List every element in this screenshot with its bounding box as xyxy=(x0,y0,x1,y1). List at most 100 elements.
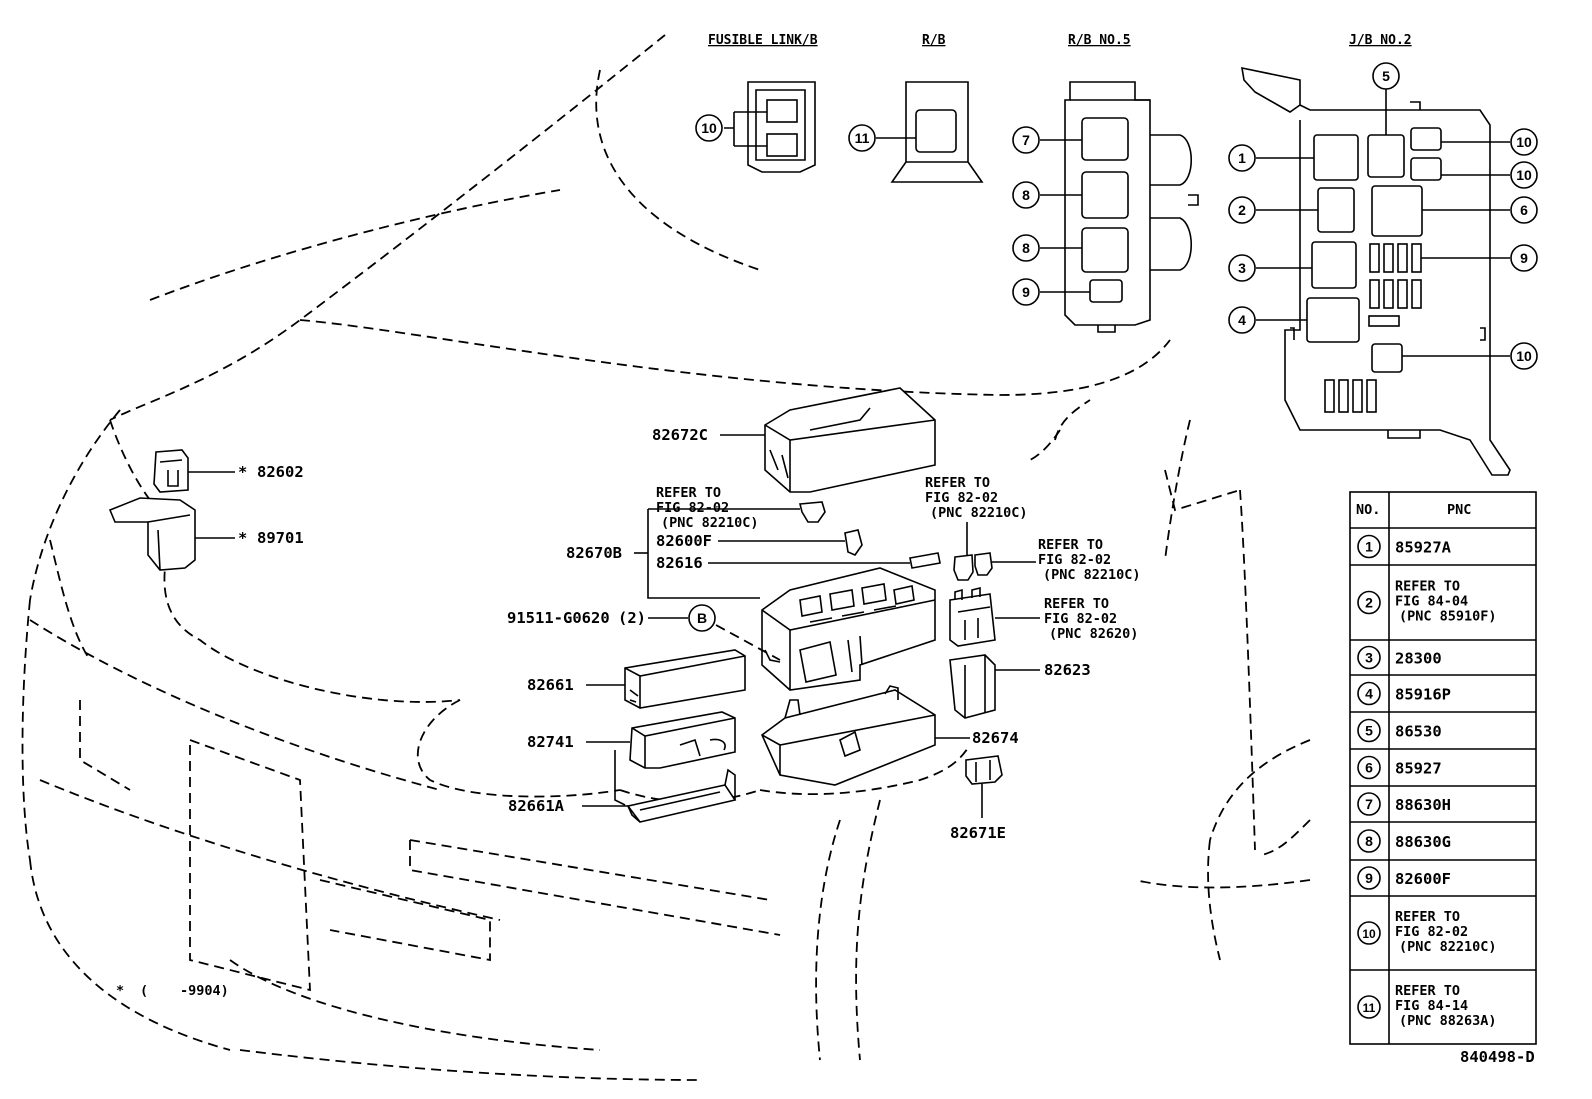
refer-b-line1: REFER TO xyxy=(925,475,990,491)
part-82623-bracket: 82623 xyxy=(949,654,1091,719)
part-qty-91511: (2) xyxy=(618,609,646,627)
part-label-89701: 89701 xyxy=(257,529,304,547)
refer-d-line1: REFER TO xyxy=(1044,596,1109,612)
callout-9-jb2 xyxy=(1510,244,1538,272)
header-rb: R/B xyxy=(922,33,946,48)
table-row-number: 3 xyxy=(1365,650,1373,666)
refer-c-line1: REFER TO xyxy=(1038,537,1103,553)
callout-10-jb2-c xyxy=(1510,342,1538,370)
callout-label: 6 xyxy=(1520,202,1528,218)
table-row-number: 6 xyxy=(1365,760,1373,776)
part-label-82661A: 82661A xyxy=(508,797,565,815)
table-row-number: 4 xyxy=(1365,686,1373,702)
footnote-range: -9904) xyxy=(180,983,229,999)
part-82661A-cover: 82661A xyxy=(508,768,737,823)
part-82741-block: 82741 xyxy=(527,711,736,769)
table-row-pnc-l2: FIG 84-04 xyxy=(1395,594,1468,610)
part-label-82741: 82741 xyxy=(527,733,574,751)
part-label-82602: 82602 xyxy=(257,463,304,481)
part-label-82671E: 82671E xyxy=(950,824,1006,842)
fuse-array xyxy=(1324,243,1422,413)
table-row-pnc-l2: FIG 82-02 xyxy=(1395,924,1468,940)
callout-label: 4 xyxy=(1238,312,1246,328)
table-row-number-circle xyxy=(1357,534,1381,559)
table-row-number: 1 xyxy=(1365,539,1373,555)
callout-label: 10 xyxy=(1516,348,1532,364)
table-row-pnc-l3: (PNC 85910F) xyxy=(1399,609,1497,625)
table-row-pnc-l3: (PNC 82210C) xyxy=(1399,939,1497,955)
part-82674-lower-case: 82674 xyxy=(761,685,1019,786)
table-row-number: 2 xyxy=(1365,595,1373,611)
callout-2-jb2 xyxy=(1228,196,1256,224)
callout-10-jb2-a xyxy=(1510,128,1538,156)
table-row-pnc: 85927A xyxy=(1395,539,1452,557)
callout-label: 5 xyxy=(1382,68,1390,84)
figure-code: 840498-D xyxy=(1460,1048,1535,1066)
part-label-82661: 82661 xyxy=(527,676,574,694)
part-82671E-relay: 82671E xyxy=(950,755,1006,842)
table-row-pnc-l1: REFER TO xyxy=(1395,579,1460,595)
table-row-number-circle xyxy=(1357,921,1381,945)
callout-1-jb2 xyxy=(1228,144,1256,172)
callout-B xyxy=(688,604,716,632)
table-row-pnc: 85916P xyxy=(1395,686,1451,704)
callout-label: 9 xyxy=(1520,250,1528,266)
star-mark: * xyxy=(238,529,247,547)
fusible-link-block: 10 xyxy=(695,81,816,173)
callout-9-rb5 xyxy=(1012,278,1040,306)
part-82620-relay xyxy=(949,586,996,647)
callout-10-jb2-b xyxy=(1510,161,1538,189)
callout-label: 11 xyxy=(855,130,870,146)
callout-7-rb5 xyxy=(1012,126,1040,154)
refer-b-line3: (PNC 82210C) xyxy=(930,505,1028,521)
callout-label: 1 xyxy=(1238,150,1246,166)
part-82672C-cover: 82672C xyxy=(652,387,936,493)
footnote-open: ( xyxy=(140,983,148,999)
callout-8-rb5-b xyxy=(1012,234,1040,262)
part-label-82623: 82623 xyxy=(1044,661,1091,679)
car-body-outline xyxy=(21,34,1311,1081)
relay-box-body xyxy=(761,567,936,691)
callout-label: 8 xyxy=(1022,240,1030,256)
callout-label: 10 xyxy=(1516,167,1532,183)
callout-10-fusible xyxy=(695,114,723,142)
table-row-pnc: 28300 xyxy=(1395,650,1442,668)
part-label-82616: 82616 xyxy=(656,554,703,572)
callout-5-jb2 xyxy=(1372,62,1400,90)
part-label-82600F: 82600F xyxy=(656,532,712,550)
table-header-pnc: PNC xyxy=(1447,502,1471,518)
refer-d-line2: FIG 82-02 xyxy=(1044,611,1117,627)
table-row-number: 10 xyxy=(1362,927,1376,941)
header-fusible-link: FUSIBLE LINK/B xyxy=(708,33,818,48)
table-row-pnc: 82600F xyxy=(1395,870,1451,888)
table-row-number: 8 xyxy=(1365,833,1373,849)
table-row-pnc: 88630G xyxy=(1395,833,1451,851)
refer-d-line3: (PNC 82620) xyxy=(1049,626,1138,642)
table-header-no: NO. xyxy=(1356,502,1380,518)
callout-label: 7 xyxy=(1022,132,1030,148)
part-82661-cover: 82661 xyxy=(527,649,746,709)
refer-a-line3: (PNC 82210C) xyxy=(661,515,759,531)
part-label-82674: 82674 xyxy=(972,729,1019,747)
table-row-pnc-l2: FIG 84-14 xyxy=(1395,998,1468,1014)
callout-11-rb xyxy=(848,124,876,152)
table-row-pnc: 85927 xyxy=(1395,760,1442,778)
refer-a-line1: REFER TO xyxy=(656,485,721,501)
table-row-number: 7 xyxy=(1365,796,1373,812)
part-label-82672C: 82672C xyxy=(652,426,708,444)
table-row-pnc: 88630H xyxy=(1395,796,1451,814)
callout-4-jb2 xyxy=(1228,306,1256,334)
part-82602-relay: * 82602 xyxy=(153,449,304,493)
table-row-number-circle xyxy=(1357,645,1381,670)
table-row-pnc: 86530 xyxy=(1395,723,1442,741)
table-row-number: 9 xyxy=(1365,870,1373,886)
header-rb-no5: R/B NO.5 xyxy=(1068,33,1131,48)
part-label-82670B: 82670B xyxy=(566,544,622,562)
relay-block: 11 xyxy=(848,81,984,183)
refer-c-line2: FIG 82-02 xyxy=(1038,552,1111,568)
star-mark: * xyxy=(238,463,247,481)
table-row-number-circle xyxy=(1357,829,1381,853)
callout-label: 8 xyxy=(1022,187,1030,203)
relay-block-no5: 7 8 8 9 xyxy=(1012,81,1199,333)
